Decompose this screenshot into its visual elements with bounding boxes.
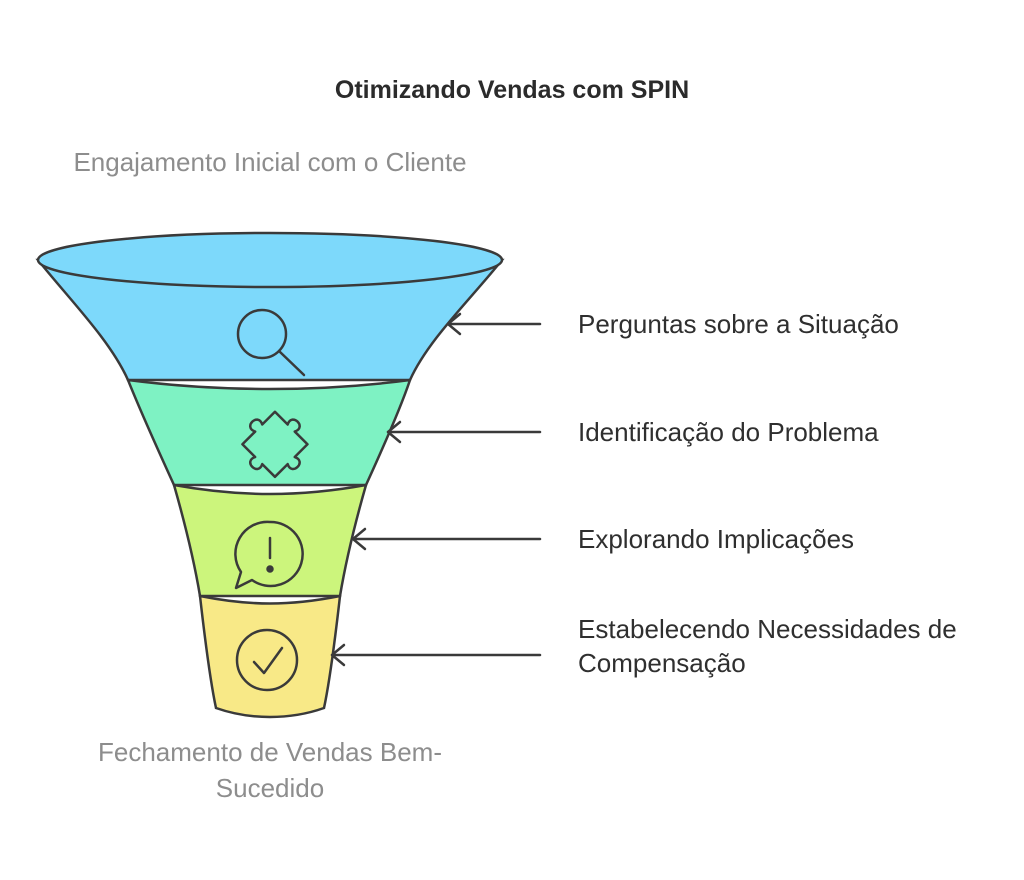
stage-label-1: Perguntas sobre a Situação [578, 309, 899, 339]
bottom-caption: Fechamento de Vendas Bem-Sucedido [98, 737, 442, 803]
funnel-stage-4 [198, 594, 342, 719]
exclamation-speech-bubble-icon [234, 520, 304, 590]
arrow-stage-3 [351, 527, 542, 551]
arrow-stage-1 [446, 312, 542, 336]
arrow-stage-4 [330, 643, 542, 667]
arrow-stage-2 [386, 420, 542, 444]
stage-label-2: Identificação do Problema [578, 417, 879, 447]
top-caption: Engajamento Inicial com o Cliente [73, 147, 467, 177]
funnel-top-rim [36, 231, 504, 289]
puzzle-piece-icon [241, 410, 309, 479]
check-circle-icon [235, 628, 299, 692]
diagram-title: Otimizando Vendas com SPIN [334, 76, 690, 104]
stage-label-3: Explorando Implicações [578, 524, 855, 554]
funnel-stage-2 [126, 378, 412, 487]
stage-label-4: Estabelecendo Necessidades de Compensaçã… [578, 614, 957, 678]
magnifying-glass-icon [236, 308, 306, 377]
